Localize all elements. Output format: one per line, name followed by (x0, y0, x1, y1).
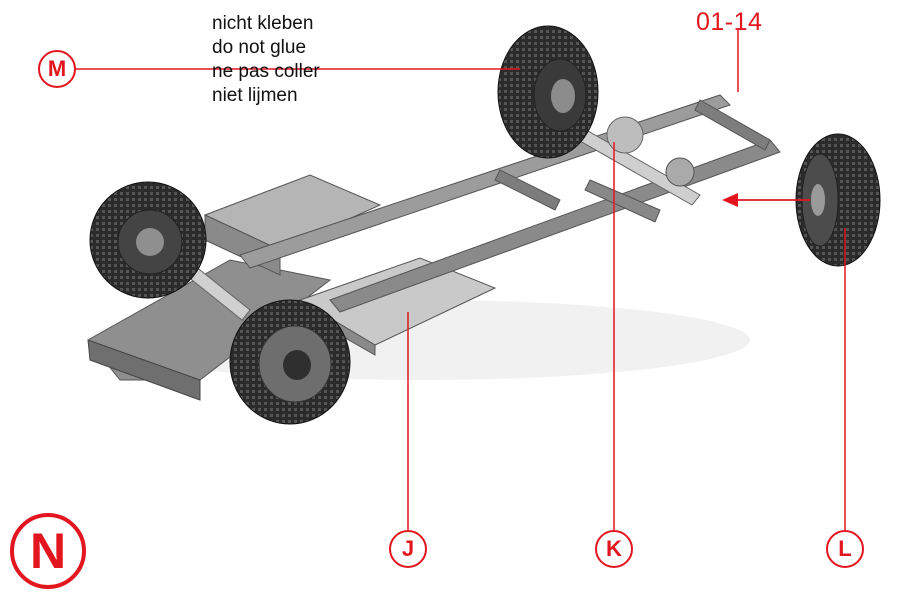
callout-m: M (38, 50, 76, 88)
cross-member-1 (694, 99, 771, 151)
step-badge-n: N (10, 513, 86, 589)
frame-rail-right (329, 139, 781, 313)
callout-l: L (826, 530, 864, 568)
rear-hub (665, 157, 695, 187)
part-number-label: 01-14 (696, 8, 763, 36)
callout-k: K (595, 530, 633, 568)
rear-wheel-mounted (497, 25, 599, 159)
note-line-fr: ne pas coller (212, 61, 320, 82)
cross-member-2 (494, 169, 561, 211)
front-wheel-left (89, 181, 207, 299)
note-line-en: do not glue (212, 37, 307, 58)
cross-member-3 (584, 179, 661, 223)
differential (606, 116, 644, 154)
assembly-arrow-head (722, 193, 738, 207)
front-wheel-right (229, 299, 351, 425)
loose-wheel (795, 133, 881, 267)
note-line-de: nicht kleben (212, 13, 314, 34)
glue-warning-note: nicht kleben do not glue ne pas coller n… (212, 12, 320, 108)
callout-j: J (389, 530, 427, 568)
note-line-nl: niet lijmen (212, 85, 298, 106)
front-bumper (87, 339, 201, 401)
